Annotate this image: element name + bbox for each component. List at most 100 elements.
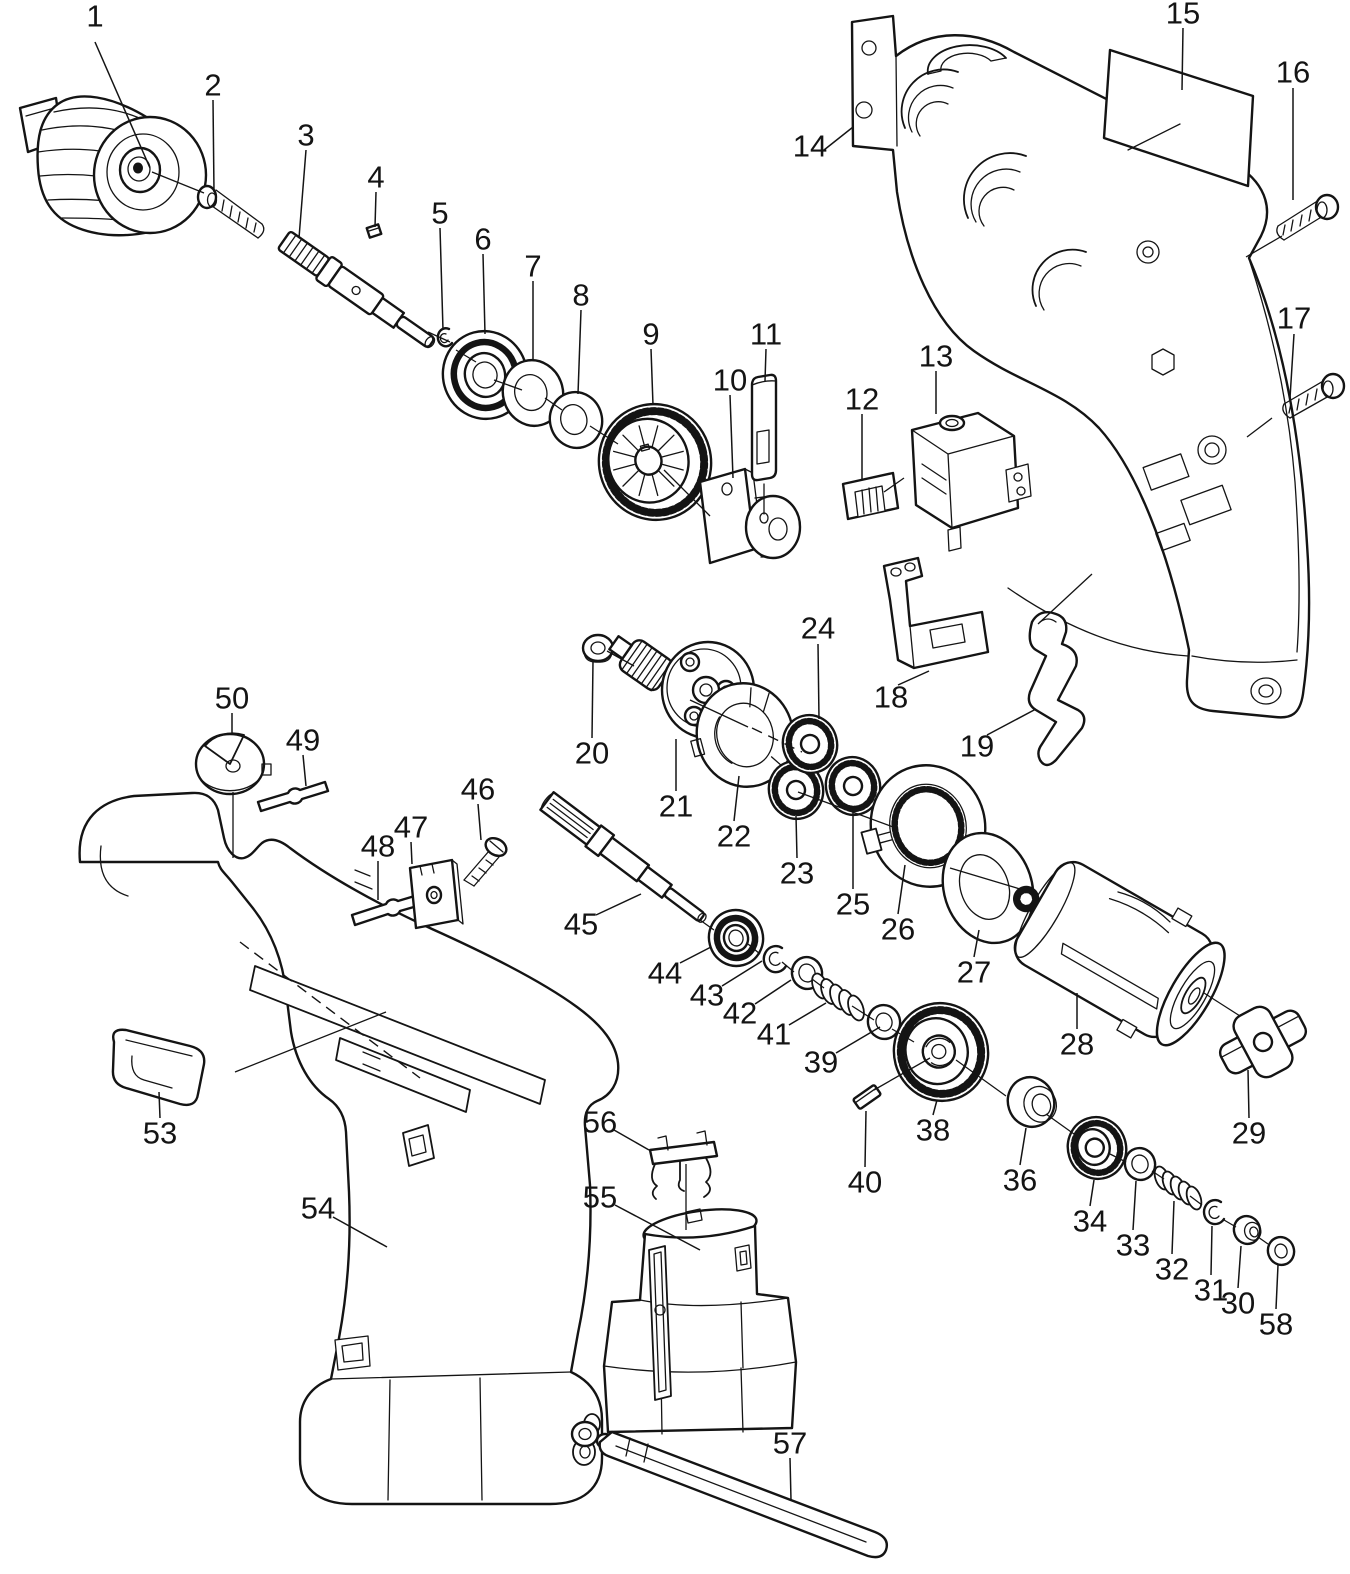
assembly-axis-line [955, 1059, 1007, 1097]
part-44-ball-bearing-rear [707, 908, 765, 968]
leader-line-18 [897, 670, 930, 686]
leader-line-53 [158, 1091, 161, 1119]
assembly-axis-line [851, 1005, 875, 1021]
part-20-bearing-cap [581, 633, 615, 663]
part-18-switch-bracket [882, 556, 990, 670]
part-label-12-slide-knob: 12 [845, 382, 879, 417]
assembly-axis-line [781, 961, 795, 973]
assembly-axis-line [1151, 1170, 1165, 1180]
leader-line-38 [932, 1099, 938, 1116]
part-25-planet-gear-c [824, 755, 882, 817]
leader-line-30 [1237, 1245, 1242, 1289]
assembly-axis-line [1203, 992, 1241, 1017]
assembly-axis-line [151, 171, 205, 194]
part-label-10-bearing-retainer: 10 [713, 363, 747, 398]
assembly-axis-line [949, 867, 1021, 890]
part-label-43-retaining-ring-a: 43 [690, 978, 724, 1013]
part-7-washer [501, 358, 565, 428]
leader-line-29 [1247, 1069, 1250, 1119]
leader-line-41 [788, 1002, 827, 1026]
part-15-name-plate [1102, 48, 1255, 188]
part-56-terminal-holder [648, 1130, 719, 1200]
part-label-39-washer-a: 39 [804, 1045, 838, 1080]
part-label-46-tapping-screw: 46 [461, 772, 495, 807]
leader-line-57 [789, 1457, 792, 1501]
leader-line-8 [577, 309, 582, 395]
part-label-2-chuck-screw: 2 [204, 68, 221, 103]
part-label-29-motor-end-plate: 29 [1232, 1116, 1266, 1151]
part-2-chuck-screw [196, 184, 265, 239]
part-41-compression-spring-a [811, 972, 865, 1022]
assembly-axis-line [1045, 1113, 1075, 1135]
leader-line-43 [721, 960, 763, 987]
assembly-axis-line [811, 978, 825, 989]
axis-lines-layer [151, 171, 1283, 1245]
part-label-23-planet-gear-a: 23 [780, 856, 814, 891]
hidden-axis-line [239, 941, 421, 1079]
part-34-pinion-gear [1066, 1115, 1128, 1181]
part-29-motor-end-plate [1218, 1005, 1308, 1079]
leader-line-44 [679, 946, 712, 964]
part-58-flat-washer-end [1266, 1235, 1296, 1267]
leader-line-17 [1289, 333, 1295, 399]
leader-line-46 [477, 803, 482, 841]
part-label-27-thrust-washer: 27 [957, 955, 991, 990]
leader-line-40 [864, 1110, 867, 1168]
part-label-16-housing-screw-upper: 16 [1276, 55, 1310, 90]
leader-line-33 [1132, 1180, 1137, 1231]
leader-line-58 [1275, 1264, 1279, 1310]
part-label-8-flat-washer: 8 [572, 278, 589, 313]
assembly-axis-line [1223, 1219, 1237, 1228]
leader-line-9 [650, 348, 654, 406]
leader-line-5 [439, 227, 444, 331]
part-label-48-change-lever-b: 48 [361, 829, 395, 864]
assembly-axis-line [1257, 1236, 1269, 1245]
part-55-battery-cartridge [602, 1208, 798, 1435]
assembly-axis-line [606, 650, 635, 667]
part-40-drive-key [852, 1084, 882, 1110]
leader-line-6 [482, 253, 486, 335]
part-label-11-lock-pin: 11 [750, 317, 782, 352]
leader-line-4 [374, 191, 377, 228]
part-14-housing-half [850, 14, 1311, 719]
assembly-axis-line [1037, 573, 1093, 625]
leader-line-14 [823, 126, 854, 151]
part-label-54-motor-housing-body: 54 [301, 1191, 335, 1226]
part-label-38-clutch-drive-gear: 38 [916, 1113, 950, 1148]
part-label-30-spacer-sleeve: 30 [1221, 1286, 1255, 1321]
assembly-axis-line [493, 379, 523, 391]
part-label-22-retainer-plate: 22 [717, 819, 751, 854]
leader-line-55 [614, 1204, 701, 1251]
leader-line-36 [1019, 1127, 1027, 1166]
part-label-47-switch-plate: 47 [394, 810, 428, 845]
part-16-housing-screw-upper [1276, 193, 1340, 241]
part-38-clutch-drive-gear [892, 1001, 990, 1103]
part-8-flat-washer [548, 390, 604, 450]
part-45-drive-shaft [539, 791, 707, 923]
part-11-lock-pin [750, 373, 778, 524]
part-label-15-name-plate: 15 [1166, 0, 1200, 31]
part-17-housing-screw-lower [1282, 372, 1346, 419]
assembly-axis-line [1189, 1195, 1203, 1206]
part-label-4-square-nut: 4 [367, 160, 384, 195]
leader-line-24 [817, 643, 820, 720]
leader-line-15 [1181, 27, 1184, 91]
part-label-1-drill-chuck: 1 [86, 0, 103, 34]
assembly-axis-line [427, 331, 451, 343]
part-label-9-clutch-gear: 9 [642, 317, 659, 352]
leader-line-27 [973, 929, 980, 958]
part-label-17-housing-screw-lower: 17 [1277, 301, 1311, 336]
part-32-compression-spring-b [1153, 1165, 1203, 1211]
leader-line-49 [302, 754, 307, 787]
part-label-34-pinion-gear: 34 [1073, 1204, 1107, 1239]
leader-line-42 [754, 979, 792, 1005]
part-label-33-washer-b: 33 [1116, 1228, 1150, 1263]
part-label-42-washer: 42 [723, 996, 757, 1031]
part-label-3-spindle: 3 [297, 118, 314, 153]
assembly-axis-line [1246, 417, 1273, 438]
part-label-58-flat-washer-end: 58 [1259, 1307, 1293, 1342]
part-label-21-planetary-carrier: 21 [659, 789, 693, 824]
leader-line-56 [613, 1129, 650, 1151]
